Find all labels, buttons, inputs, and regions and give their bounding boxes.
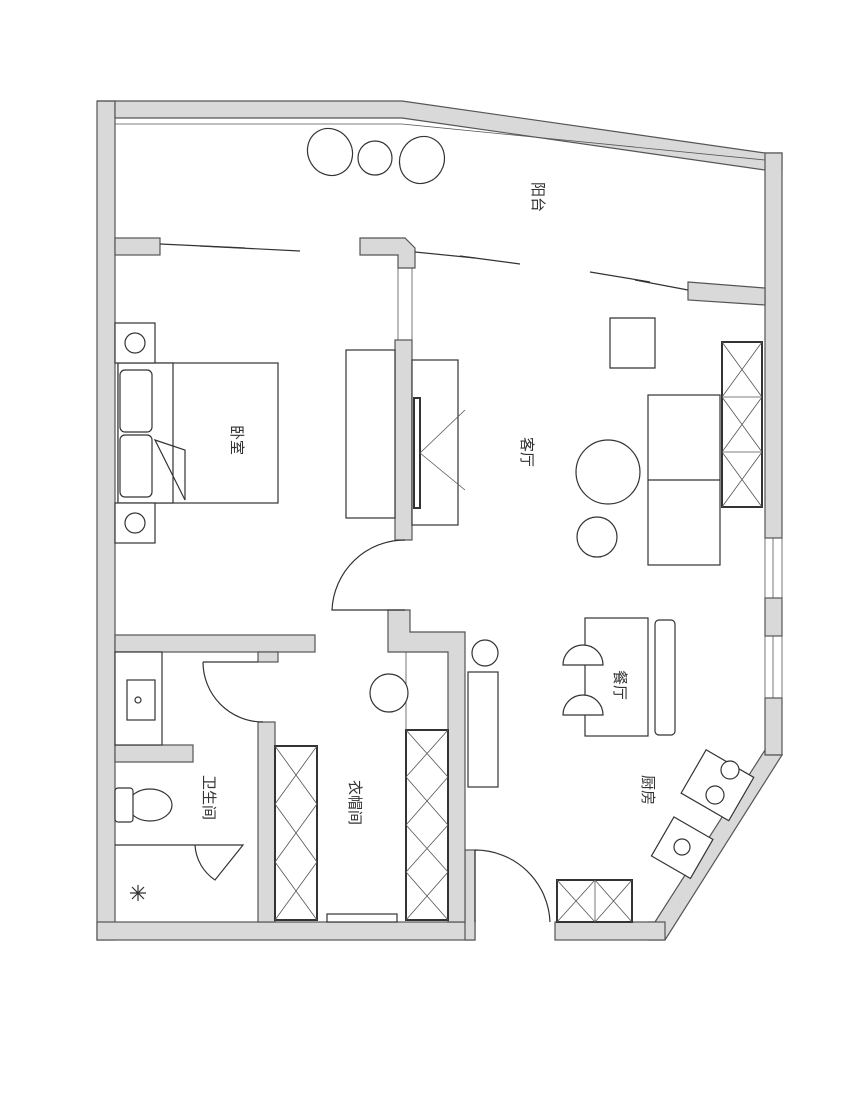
tv-cabinet <box>345 349 466 526</box>
room-labels: 阳台 卧室 客厅 餐厅 厨房 卫生间 衣帽间 <box>200 182 657 825</box>
label-bathroom: 卫生间 <box>200 775 218 820</box>
bathroom-fixtures <box>114 651 173 901</box>
dining-table <box>467 617 676 788</box>
shower-icon <box>130 885 146 901</box>
balcony-chairs <box>306 127 446 185</box>
label-bedroom: 卧室 <box>228 425 246 455</box>
label-balcony: 阳台 <box>529 182 547 212</box>
bed <box>114 322 279 544</box>
label-cloakroom: 衣帽间 <box>346 780 364 825</box>
label-kitchen: 厨房 <box>639 775 657 805</box>
living-furniture <box>575 317 763 566</box>
wardrobes <box>274 652 449 923</box>
label-living-room: 客厅 <box>518 437 536 467</box>
sliding-doors <box>159 243 689 291</box>
kitchen-fixtures <box>556 749 755 923</box>
swing-doors <box>115 539 551 923</box>
windows <box>115 123 783 699</box>
label-dining-room: 餐厅 <box>611 670 629 700</box>
interior-walls <box>114 237 766 923</box>
outer-walls <box>96 100 784 941</box>
